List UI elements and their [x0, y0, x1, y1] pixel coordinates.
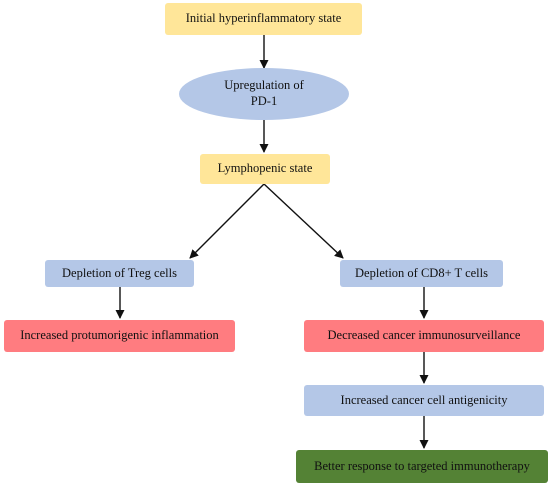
node-label: Increased protumorigenic inflammation [20, 328, 219, 343]
node-label: Initial hyperinflammatory state [185, 11, 342, 26]
node-label: Better response to targeted immunotherap… [314, 458, 530, 473]
node-label: Increased cancer cell antigenicity [340, 392, 508, 407]
node-increased-protumorigenic-inflammation: Increased protumorigenic inflammation [4, 320, 235, 352]
node-label: Decreased cancer immunosurveillance [327, 328, 521, 343]
node-lymphopenic-state: Lymphopenic state [200, 154, 330, 184]
node-label: Depletion of CD8+ T cells [355, 265, 488, 280]
node-upregulation-pd1: Upregulation of PD-1 [179, 68, 349, 120]
node-label: Depletion of Treg cells [62, 265, 177, 280]
arrow-lymphopenic-to-treg [189, 183, 265, 259]
node-depletion-cd8-t-cells: Depletion of CD8+ T cells [340, 260, 503, 287]
node-depletion-treg-cells: Depletion of Treg cells [45, 260, 194, 287]
arrow-lymphopenic-to-cd8 [263, 183, 344, 259]
node-increased-cancer-cell-antigenicity: Increased cancer cell antigenicity [304, 385, 544, 416]
node-label: Lymphopenic state [217, 161, 313, 176]
node-label: Upregulation of PD-1 [224, 78, 304, 108]
node-better-response-targeted-immunotherapy: Better response to targeted immunotherap… [296, 450, 548, 483]
node-initial-hyperinflammatory-state: Initial hyperinflammatory state [165, 3, 362, 35]
node-decreased-cancer-immunosurveillance: Decreased cancer immunosurveillance [304, 320, 544, 352]
